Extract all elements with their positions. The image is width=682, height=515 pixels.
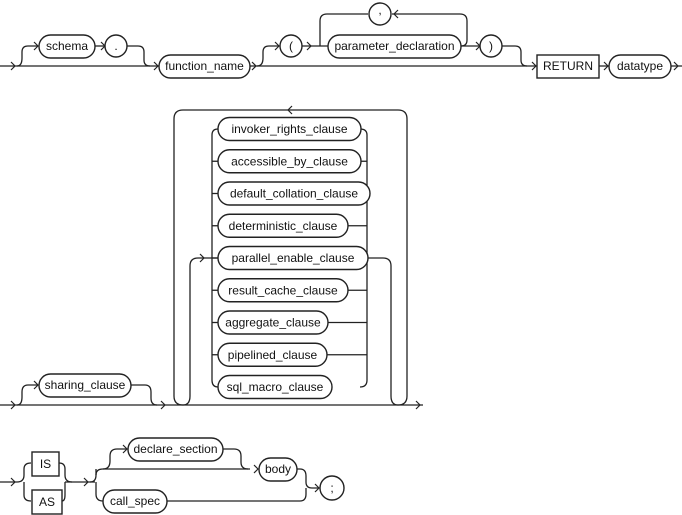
arrow-icon [153, 61, 159, 71]
option-default-collation-clause[interactable]: default_collation_clause [212, 181, 371, 206]
declare-branch-rejoin [223, 448, 249, 470]
loop-arrow-icon [287, 105, 293, 115]
option-label: default_collation_clause [230, 187, 358, 201]
param-loop-rail [319, 13, 368, 47]
semicolon-label: ; [330, 481, 333, 495]
arrow-icon [274, 41, 280, 51]
row-function-body: IS AS declare_section body call_spec ; [0, 437, 345, 515]
options-entry-rail [182, 257, 218, 406]
body-path-rail [95, 468, 250, 476]
option-label: accessible_by_clause [231, 154, 348, 168]
option-node[interactable] [217, 245, 369, 271]
entry-arrow-icon [10, 61, 16, 71]
return-keyword-node[interactable] [536, 54, 600, 79]
body-path-rejoin [297, 468, 318, 489]
schema-branch-rail [16, 45, 38, 67]
as-branch-rail [23, 482, 32, 502]
function-name-label: function_name [165, 59, 244, 73]
option-label: invoker_rights_clause [231, 122, 347, 136]
as-keyword-label: AS [39, 495, 55, 509]
entry-arrow-icon [10, 477, 16, 487]
datatype-node[interactable] [608, 54, 672, 79]
option-label: deterministic_clause [229, 219, 338, 233]
option-parallel-enable-clause[interactable]: parallel_enable_clause [212, 245, 369, 271]
option-aggregate-clause[interactable]: aggregate_clause [212, 310, 367, 335]
option-label: pipelined_clause [228, 348, 318, 362]
rail [89, 468, 97, 483]
row-function-options: sharing_clause invoker_rights_clauseacce… [0, 105, 423, 410]
option-invoker-rights-clause[interactable]: invoker_rights_clause [217, 116, 362, 142]
options-list: invoker_rights_clause accessible_by_claus… [212, 116, 371, 400]
option-node[interactable] [217, 278, 349, 303]
option-node[interactable] [217, 116, 362, 142]
schema-branch-rejoin [127, 45, 151, 67]
as-keyword-node[interactable] [31, 489, 63, 515]
arrow-icon [314, 483, 320, 493]
exit-arrow-icon [673, 61, 679, 71]
option-node[interactable] [217, 181, 371, 206]
open-paren-label: ( [289, 39, 293, 53]
schema-label: schema [46, 39, 88, 53]
option-node[interactable] [217, 342, 328, 367]
body-label: body [265, 462, 291, 476]
option-deterministic-clause[interactable]: deterministic_clause [212, 213, 367, 238]
option-accessible-by-clause[interactable]: accessible_by_clause [212, 149, 367, 174]
row-function-signature: schema . function_name ( , parameter_dec… [0, 2, 682, 79]
option-label: result_cache_clause [228, 283, 338, 297]
arrow-icon [122, 444, 128, 454]
option-node[interactable] [217, 213, 349, 238]
option-node[interactable] [217, 310, 329, 335]
call-spec-branch-rail [95, 482, 104, 502]
option-label: sql_macro_clause [227, 380, 324, 394]
datatype-label: datatype [617, 59, 663, 73]
option-label: aggregate_clause [225, 316, 321, 330]
option-node[interactable] [217, 149, 362, 174]
call-spec-label: call_spec [110, 494, 160, 508]
sharing-branch-rail [16, 384, 38, 406]
option-result-cache-clause[interactable]: result_cache_clause [212, 278, 367, 303]
option-sql-macro-clause[interactable]: sql_macro_clause [217, 374, 333, 400]
parameter-declaration-label: parameter_declaration [334, 39, 454, 53]
arrow-icon [531, 61, 537, 71]
comma-node[interactable] [368, 2, 392, 26]
param-loop-rail-right [392, 13, 468, 47]
return-keyword-label: RETURN [543, 59, 593, 73]
arrow-icon [306, 41, 312, 51]
is-keyword-label: IS [40, 457, 51, 471]
dot-label: . [114, 39, 117, 53]
declare-section-label: declare_section [133, 442, 217, 456]
is-branch-rail [16, 462, 32, 483]
arrow-icon [251, 61, 257, 71]
repeat-loop-rail [173, 109, 408, 406]
loop-arrow-icon [393, 9, 399, 19]
arrow-icon [199, 253, 205, 263]
sharing-branch-rejoin [131, 384, 158, 406]
close-paren-label: ) [489, 39, 493, 53]
function-name-node[interactable] [158, 54, 251, 79]
option-node[interactable] [217, 374, 333, 400]
exit-arrow-icon [415, 400, 421, 410]
arrow-icon [83, 477, 89, 487]
options-exit-rail [367, 257, 399, 406]
param-branch-rail [256, 45, 279, 67]
entry-arrow-icon [10, 400, 16, 410]
arrow-icon [603, 61, 609, 71]
is-branch-rejoin [58, 462, 73, 483]
semicolon-node[interactable] [319, 475, 345, 501]
arrow-icon [253, 464, 259, 474]
as-branch-rejoin [61, 482, 66, 502]
call-spec-rejoin [167, 488, 307, 502]
arrow-icon [33, 41, 39, 51]
arrow-icon [33, 380, 39, 390]
is-keyword-node[interactable] [31, 451, 60, 477]
arrow-icon [160, 400, 166, 410]
declare-branch-rail [102, 448, 126, 470]
comma-label: , [378, 3, 381, 17]
option-pipelined-clause[interactable]: pipelined_clause [212, 342, 367, 367]
option-label: parallel_enable_clause [232, 251, 355, 265]
sharing-clause-label: sharing_clause [45, 378, 126, 392]
param-branch-rejoin [502, 45, 528, 67]
